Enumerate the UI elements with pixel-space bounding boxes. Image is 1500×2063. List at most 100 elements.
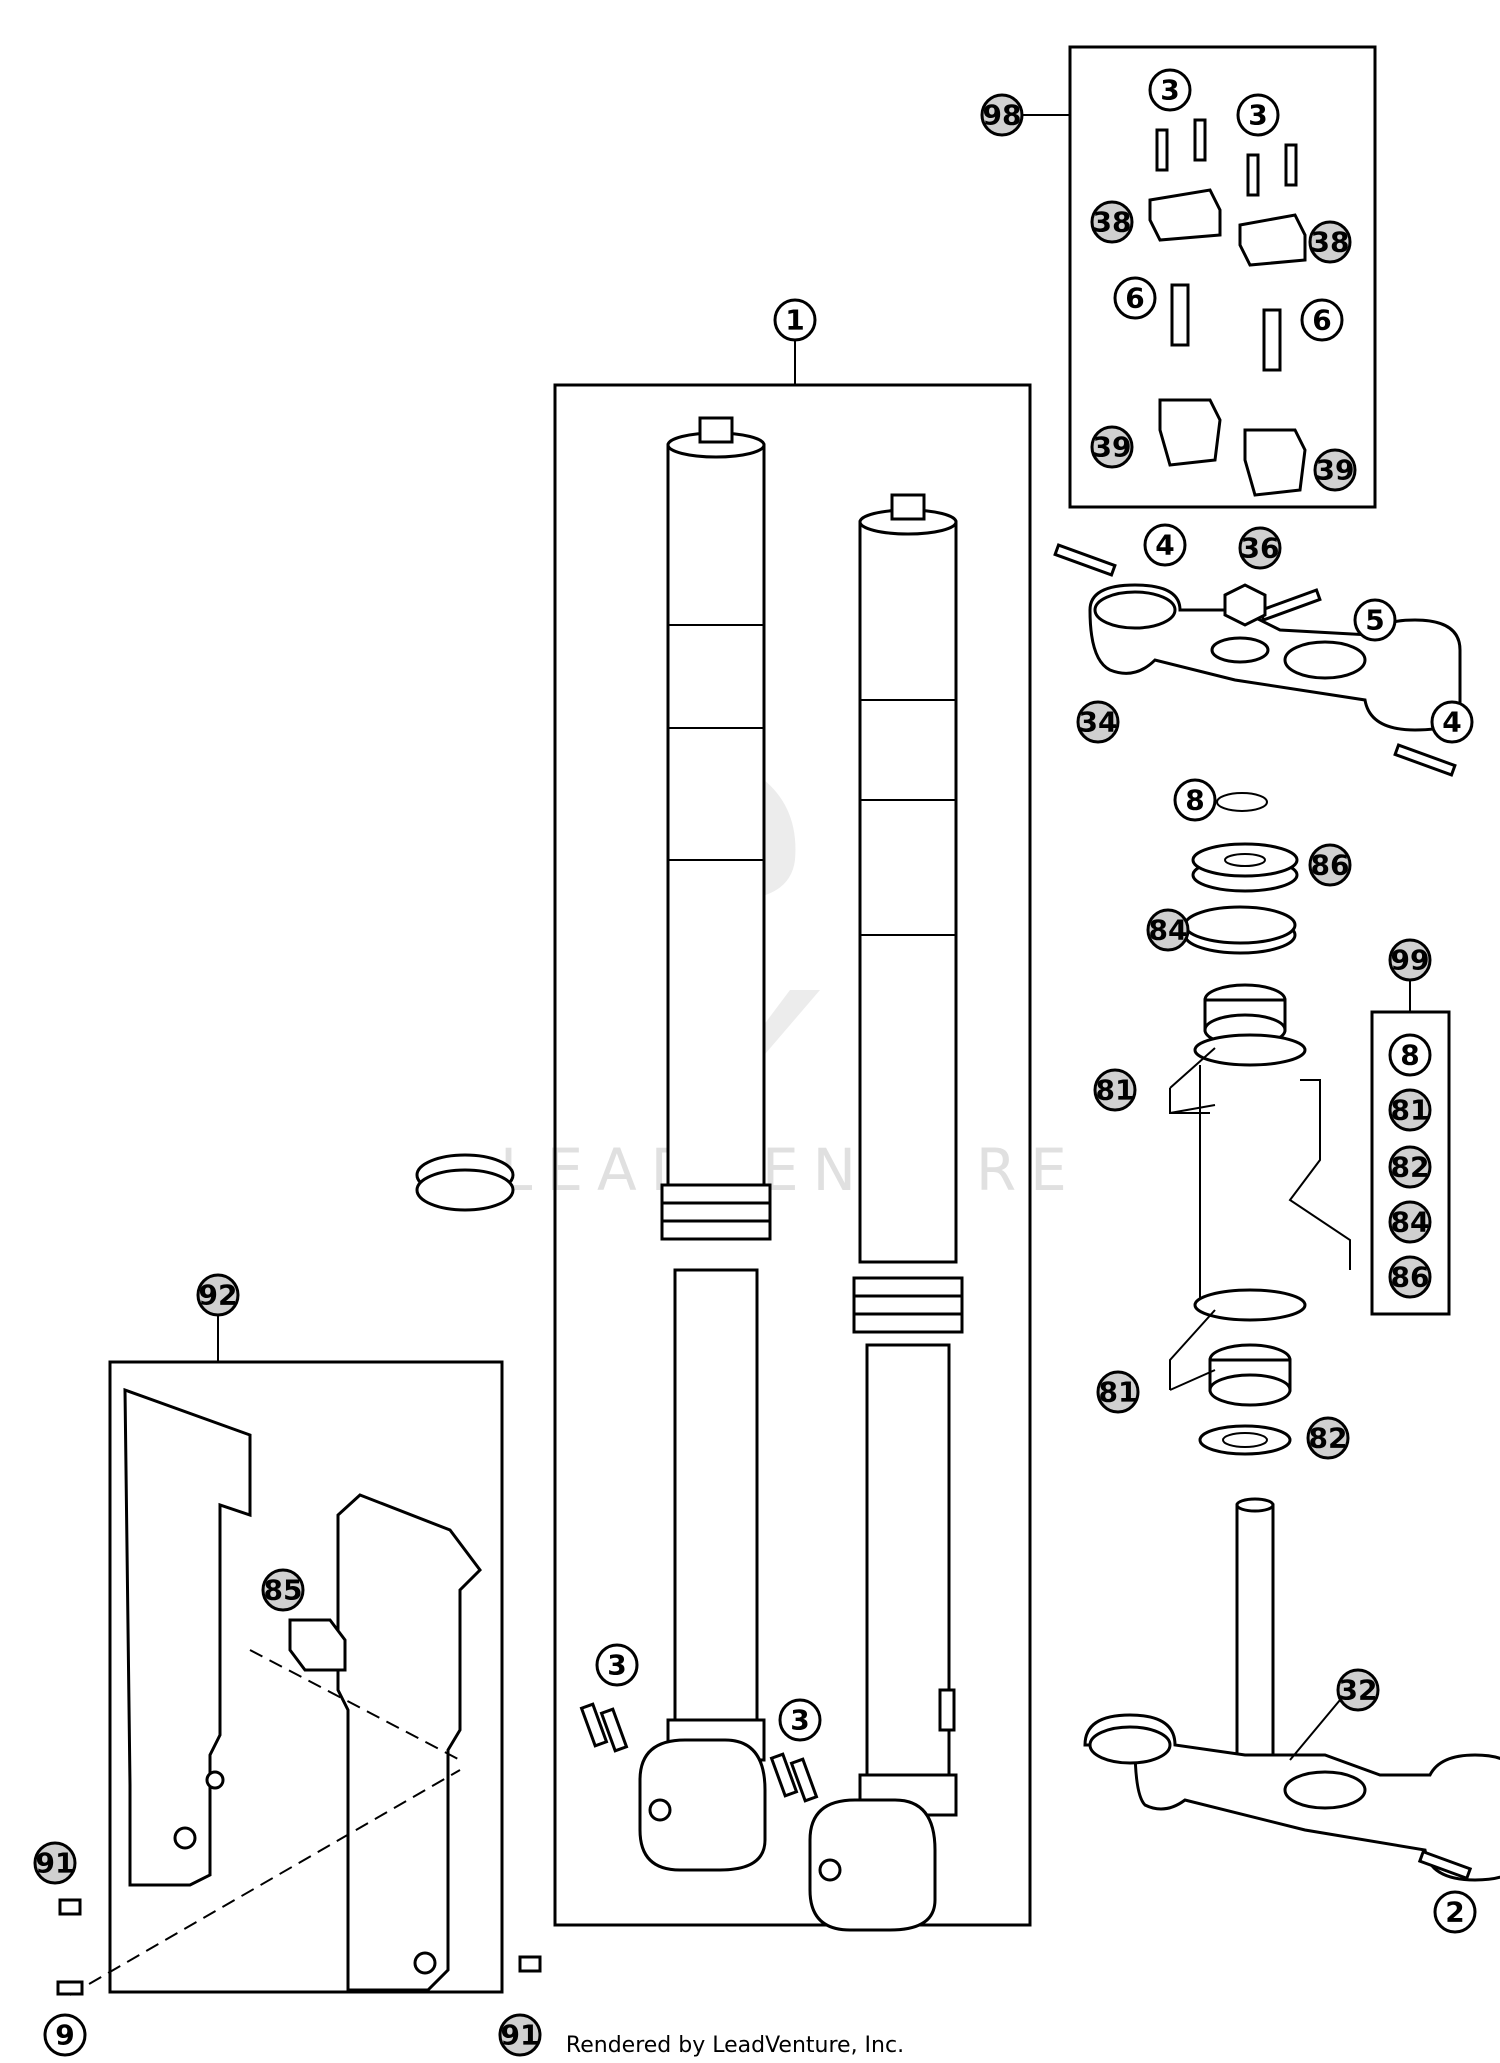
callout-5[interactable]: 5 [1353,598,1397,642]
callout-81-top[interactable]: 81 [1093,1068,1137,1112]
loose-ring [415,1153,515,1212]
svg-text:6: 6 [1125,282,1144,315]
svg-text:34: 34 [1079,706,1118,739]
svg-text:32: 32 [1339,1674,1378,1707]
svg-text:91: 91 [36,1847,75,1880]
right-fork-guard [336,1493,482,1992]
steering-nut [1223,583,1267,627]
callout-3-kit-left[interactable]: 3 [1148,68,1192,112]
svg-text:99: 99 [1391,944,1430,977]
callout-85[interactable]: 85 [261,1568,305,1612]
callout-91-right[interactable]: 91 [498,2013,542,2057]
kit-99-item-3[interactable]: 82 [1388,1145,1432,1189]
callout-4-top[interactable]: 4 [1143,523,1187,567]
svg-text:81: 81 [1099,1376,1138,1409]
svg-text:6: 6 [1312,304,1331,337]
axle-clamp-bolts-left [579,1702,629,1753]
svg-text:39: 39 [1316,454,1355,487]
svg-text:1: 1 [785,304,804,337]
callout-1[interactable]: 1 [773,298,817,342]
kit-99-item-5[interactable]: 86 [1388,1255,1432,1299]
callout-82[interactable]: 82 [1306,1416,1350,1460]
kit-99-item-2[interactable]: 81 [1388,1088,1432,1132]
clamp-bolt-lower [1417,1849,1473,1881]
svg-text:39: 39 [1093,431,1132,464]
fork-assembly-box [553,383,1032,1927]
watermark-text: LEADVENTURE [500,1136,1081,1204]
callout-39-right[interactable]: 39 [1313,448,1357,492]
svg-text:81: 81 [1391,1094,1430,1127]
svg-text:92: 92 [199,1279,238,1312]
svg-text:81: 81 [1096,1074,1135,1107]
guard-screw-left [58,1898,82,1916]
callout-3-kit-right[interactable]: 3 [1236,93,1280,137]
o-ring-8 [1216,792,1268,812]
axle-clamp-bolts-right [769,1752,819,1803]
callout-32[interactable]: 32 [1336,1668,1380,1712]
lower-bearing [1208,1343,1292,1407]
callout-6-left[interactable]: 6 [1113,276,1157,320]
svg-text:38: 38 [1311,226,1350,259]
kit-99-item-1[interactable]: 8 [1388,1033,1432,1077]
left-fork-leg [638,416,772,1872]
svg-text:4: 4 [1155,529,1174,562]
fork-guard-kit-box [108,1360,504,1994]
callout-39-left[interactable]: 39 [1090,425,1134,469]
washer-86 [1191,842,1299,893]
svg-text:85: 85 [264,1574,303,1607]
svg-text:84: 84 [1149,914,1188,947]
svg-text:2: 2 [1445,1896,1464,1929]
svg-text:5: 5 [1365,604,1384,637]
callout-38-right[interactable]: 38 [1308,220,1352,264]
callout-86[interactable]: 86 [1308,843,1352,887]
callout-99[interactable]: 99 [1388,938,1432,982]
svg-text:91: 91 [501,2019,540,2052]
callout-2[interactable]: 2 [1433,1890,1477,1934]
callout-9[interactable]: 9 [43,2013,87,2057]
upper-triple-clamp [1088,583,1462,732]
bolt-9 [56,1980,84,1996]
upper-clamp-left [1148,188,1222,242]
left-fork-guard [123,1387,252,1887]
callout-98[interactable]: 98 [980,93,1024,137]
svg-text:82: 82 [1391,1151,1430,1184]
callout-8[interactable]: 8 [1173,778,1217,822]
callout-6-right[interactable]: 6 [1300,298,1344,342]
callout-4-bottom[interactable]: 4 [1430,700,1474,744]
watermark: LEADVENTURE [500,770,1081,1204]
svg-text:84: 84 [1391,1206,1430,1239]
svg-text:38: 38 [1093,206,1132,239]
svg-text:98: 98 [983,99,1022,132]
svg-text:4: 4 [1442,706,1461,739]
upper-clamp-right [1238,213,1307,267]
callout-38-left[interactable]: 38 [1090,200,1134,244]
callout-36[interactable]: 36 [1238,526,1282,570]
svg-text:36: 36 [1241,532,1280,565]
right-fork-leg [808,493,964,1932]
callout-84[interactable]: 84 [1146,908,1190,952]
callout-81-bottom[interactable]: 81 [1096,1370,1140,1414]
rendered-by-credit: Rendered by LeadVenture, Inc. [566,2033,904,2058]
guard-clip [288,1618,347,1672]
riser-right [1243,428,1307,497]
svg-text:3: 3 [790,1704,809,1737]
head-tube [1193,1033,1351,1322]
svg-text:9: 9 [55,2019,74,2052]
callout-91-left[interactable]: 91 [33,1841,77,1885]
callout-34[interactable]: 34 [1076,700,1120,744]
lower-triple-clamp [1083,1497,1500,1882]
callout-3-left-axle[interactable]: 3 [595,1643,639,1687]
svg-text:3: 3 [1248,99,1267,132]
svg-text:3: 3 [1160,74,1179,107]
dust-seal-82 [1198,1424,1292,1456]
riser-bolts [1170,283,1282,372]
svg-text:8: 8 [1400,1039,1419,1072]
seal-84 [1183,905,1297,955]
riser-left [1158,398,1222,467]
guard-screw-right [518,1955,542,1973]
svg-text:3: 3 [607,1649,626,1682]
kit-99-item-4[interactable]: 84 [1388,1200,1432,1244]
callout-92[interactable]: 92 [196,1273,240,1317]
callout-3-right-axle[interactable]: 3 [778,1698,822,1742]
